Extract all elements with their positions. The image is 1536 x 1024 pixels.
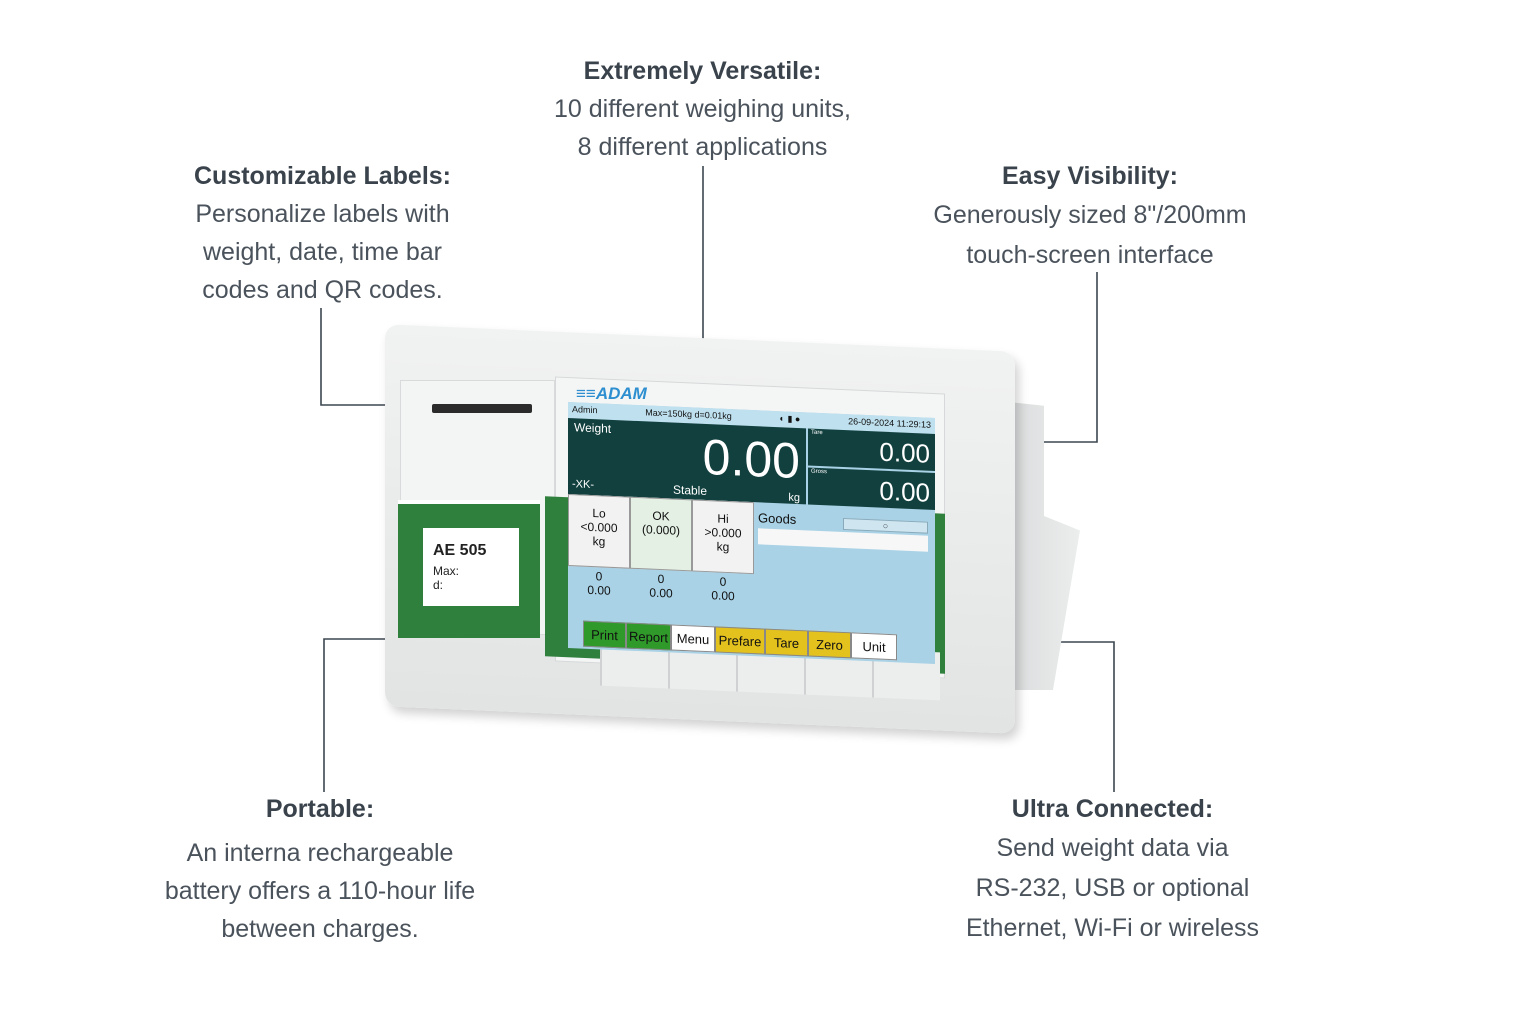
callout-text: weight, date, time bar: [202, 238, 442, 266]
callout-visibility: Easy Visibility: Generously sized 8"/200…: [910, 157, 1270, 275]
gross-panel: Gross 0.00: [808, 467, 935, 511]
d-label: d:: [433, 578, 444, 592]
callout-title: Portable:: [265, 795, 375, 823]
callout-portable: Portable: An interna rechargeable batter…: [140, 790, 500, 948]
callout-text: touch-screen interface: [966, 241, 1214, 269]
print-button[interactable]: Print: [583, 620, 626, 649]
weight-value: 0.00: [702, 428, 800, 490]
callout-text: An interna rechargeable: [186, 839, 454, 867]
menu-button[interactable]: Menu: [671, 624, 715, 653]
gross-value: 0.00: [879, 475, 930, 508]
callout-text: Generously sized 8"/200mm: [933, 201, 1247, 229]
callout-title: Ultra Connected:: [1011, 795, 1214, 823]
brand-logo: ≡≡ADAM: [576, 384, 647, 403]
mode-label: Weight: [574, 420, 612, 436]
gross-label: Gross: [811, 468, 828, 476]
tare-panel: Tare 0.00: [808, 428, 935, 472]
report-button[interactable]: Report: [626, 622, 671, 651]
unit-label: kg: [788, 491, 800, 505]
printer-slot: [432, 404, 532, 413]
capacity: Max=150kg d=0.01kg: [645, 407, 732, 422]
pretare-button[interactable]: Prefare: [715, 626, 765, 655]
user-name: Admin: [572, 404, 598, 416]
touch-screen[interactable]: Admin Max=150kg d=0.01kg ◐ ▮ ● 26-09-202…: [568, 401, 935, 665]
callout-title: Easy Visibility:: [1001, 162, 1178, 190]
callout-text: 10 different weighing units,: [554, 95, 851, 123]
callout-text: Personalize labels with: [195, 200, 450, 228]
callout-text: battery offers a 110-hour life: [164, 877, 476, 905]
max-label: Max:: [433, 564, 460, 578]
tare-label: Tare: [811, 429, 823, 437]
callout-title: Customizable Labels:: [194, 162, 451, 190]
callout-labels: Customizable Labels: Personalize labels …: [150, 157, 495, 309]
goods-search-button[interactable]: ○: [843, 517, 928, 534]
tare-button[interactable]: Tare: [765, 628, 808, 657]
unit-button[interactable]: Unit: [851, 632, 897, 661]
zero-button[interactable]: Zero: [808, 630, 851, 659]
tare-value: 0.00: [879, 436, 930, 469]
goods-label: Goods: [758, 510, 797, 527]
callout-title: Extremely Versatile:: [583, 57, 822, 85]
stable-indicator: Stable: [673, 482, 708, 499]
callout-text: Ethernet, Wi-Fi or wireless: [965, 914, 1260, 942]
motion-indicator: -XK-: [572, 478, 594, 492]
weight-panel: Weight 0.00 -XK- Stable kg: [568, 417, 806, 505]
callout-text: 8 different applications: [577, 133, 828, 161]
callout-versatile: Extremely Versatile: 10 different weighi…: [520, 52, 885, 166]
callout-text: RS-232, USB or optional: [975, 874, 1250, 902]
status-icons: ◐ ▮ ●: [779, 413, 801, 425]
check-ok[interactable]: OK(0.000): [630, 496, 692, 572]
model-label: AE 505 Max: d:: [423, 528, 519, 606]
callout-text: between charges.: [221, 915, 419, 943]
datetime: 26-09-2024 11:29:13: [848, 416, 931, 430]
callout-text: Send weight data via: [996, 834, 1229, 862]
callout-connected: Ultra Connected: Send weight data via RS…: [940, 790, 1285, 948]
model-name: AE 505: [433, 542, 487, 559]
callout-text: codes and QR codes.: [202, 276, 443, 304]
